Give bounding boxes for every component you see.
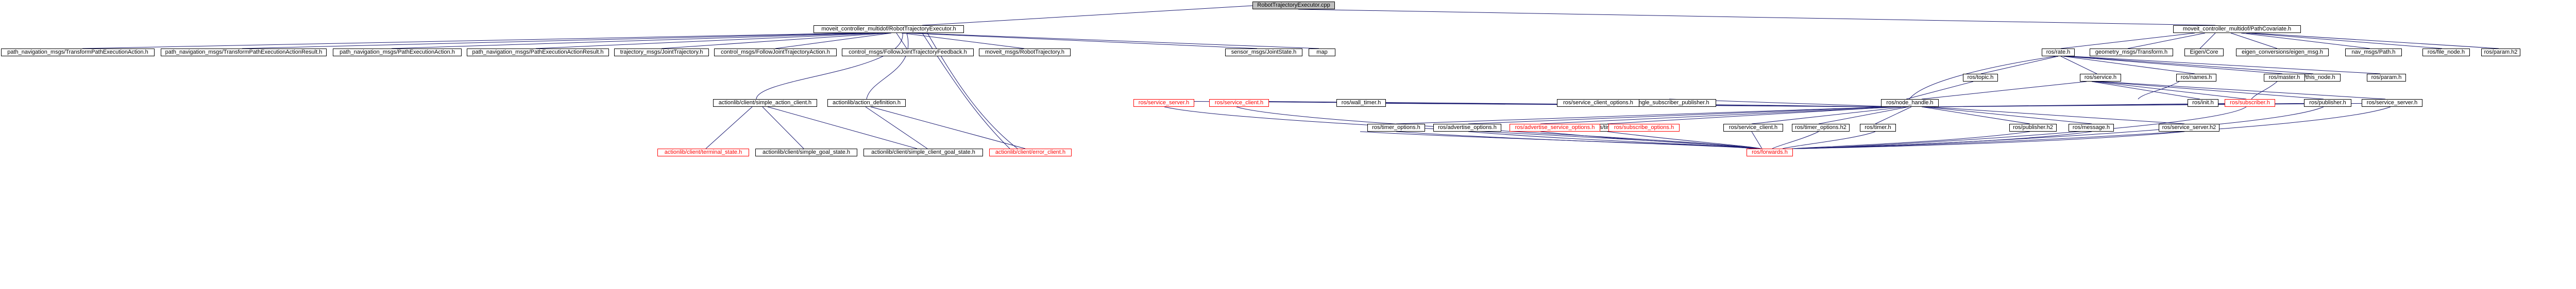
graph-node[interactable]: ros/service_client.h (1209, 99, 1269, 107)
graph-node[interactable]: ros/topic.h (1963, 74, 1998, 82)
graph-node[interactable]: ros/service_client.h (1723, 124, 1783, 132)
graph-node[interactable]: ros/rate.h (2042, 49, 2075, 56)
graph-node[interactable]: path_navigation_msgs/PathExecutionAction… (467, 49, 609, 56)
graph-node[interactable]: actionlib/client/simple_action_client.h (713, 99, 817, 107)
graph-node[interactable]: ros/service_server.h (2362, 99, 2422, 107)
graph-node[interactable]: ros/forwards.h (1747, 149, 1793, 156)
graph-node[interactable]: ros/service.h (2080, 74, 2121, 82)
graph-node[interactable]: ros/init.h (2188, 99, 2218, 107)
graph-node[interactable]: ros/single_subscriber_publisher.h (1618, 99, 1716, 107)
graph-node[interactable]: moveit_controller_multidof/PathCovariate… (2173, 25, 2301, 33)
graph-node[interactable]: control_msgs/FollowJointTrajectoryFeedba… (842, 49, 974, 56)
graph-node[interactable]: path_navigation_msgs/PathExecutionAction… (333, 49, 462, 56)
graph-node[interactable]: ros/service_server.h2 (2159, 124, 2219, 132)
graph-node[interactable]: ros/timer_options.h2 (1792, 124, 1850, 132)
graph-node[interactable]: RobotTrajectoryExecutor.cpp (1252, 2, 1335, 9)
graph-node[interactable]: actionlib/client/error_client.h (989, 149, 1072, 156)
graph-node[interactable]: ros/advertise_options.h (1433, 124, 1501, 132)
graph-node[interactable]: control_msgs/FollowJointTrajectoryAction… (714, 49, 837, 56)
graph-node[interactable]: ros/master.h (2264, 74, 2305, 82)
graph-node[interactable]: geometry_msgs/Transform.h (2090, 49, 2173, 56)
graph-node[interactable]: ros/service_server.h (1133, 99, 1194, 107)
graph-node[interactable]: actionlib/client/terminal_state.h (657, 149, 749, 156)
graph-node[interactable]: ros/message.h (2069, 124, 2114, 132)
graph-node[interactable]: eigen_conversions/eigen_msg.h (2236, 49, 2329, 56)
graph-node[interactable]: ros/node_handle.h (1881, 99, 1939, 107)
graph-node[interactable]: ros/subscriber.h (2225, 99, 2275, 107)
graph-node[interactable]: ros/subscribe_options.h (1608, 124, 1680, 132)
graph-node[interactable]: path_navigation_msgs/TransformPathExecut… (1, 49, 155, 56)
graph-node[interactable]: ros/advertise_service_options.h (1510, 124, 1600, 132)
graph-node[interactable]: moveit_controller_multidof/RobotTrajecto… (814, 25, 964, 33)
graph-node[interactable]: ros/file_node.h (2422, 49, 2470, 56)
graph-node[interactable]: actionlib/action_definition.h (827, 99, 906, 107)
graph-node[interactable]: moveit_msgs/RobotTrajectory.h (979, 49, 1071, 56)
graph-node[interactable]: ros/names.h (2176, 74, 2216, 82)
graph-node[interactable]: path_navigation_msgs/TransformPathExecut… (161, 49, 327, 56)
graph-node[interactable]: nav_msgs/Path.h (2345, 49, 2402, 56)
graph-node[interactable]: ros/wall_timer.h (1336, 99, 1386, 107)
graph-node[interactable]: ros/param.h2 (2481, 49, 2520, 56)
graph-node[interactable]: ros/timer.h (1860, 124, 1896, 132)
graph-node[interactable]: actionlib/client/simple_goal_state.h (755, 149, 857, 156)
graph-node[interactable]: Eigen/Core (2184, 49, 2224, 56)
graph-node[interactable]: ros/publisher.h2 (2009, 124, 2057, 132)
graph-node[interactable]: ros/publisher.h (2304, 99, 2351, 107)
graph-node[interactable]: sensor_msgs/JointState.h (1225, 49, 1302, 56)
graph-node[interactable]: actionlib/client/simple_client_goal_stat… (863, 149, 983, 156)
graph-node[interactable]: ros/timer_options.h (1367, 124, 1425, 132)
graph-node[interactable]: map (1309, 49, 1335, 56)
graph-node[interactable]: ros/param.h (2367, 74, 2406, 82)
graph-node[interactable]: trajectory_msgs/JointTrajectory.h (614, 49, 709, 56)
graph-node[interactable]: ros/service_client_options.h (1557, 99, 1639, 107)
